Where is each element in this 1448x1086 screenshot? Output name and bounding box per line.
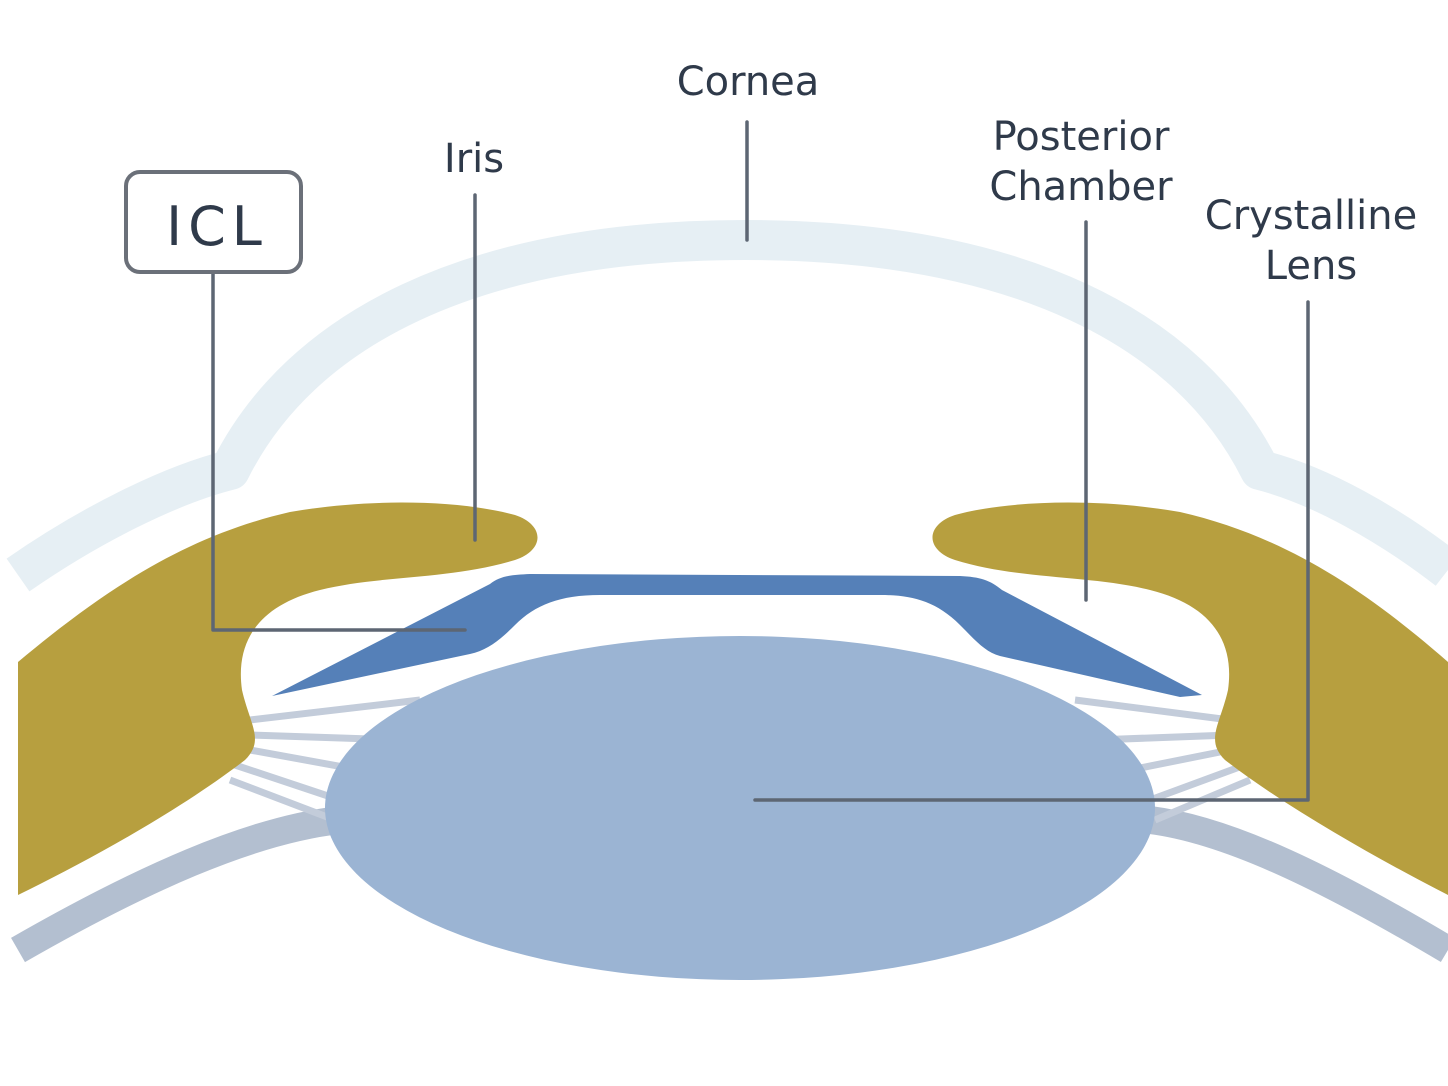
iris-left [18, 502, 538, 895]
icl-leader-line [211, 270, 467, 632]
posterior-band [11, 806, 1448, 963]
iris-label: Iris [444, 136, 504, 182]
icl-label-box [124, 170, 303, 274]
crystalline-lens-leader-line [753, 300, 1310, 802]
posterior-chamber-label-line2: Chamber [989, 164, 1173, 210]
iris-right [932, 502, 1448, 895]
posterior-chamber-label-line1: Posterior [993, 114, 1170, 160]
crystalline-lens-label-line1: Crystalline [1205, 193, 1417, 239]
zonules-left [228, 696, 421, 824]
cornea-label: Cornea [677, 59, 820, 105]
icl-implant [272, 574, 1202, 697]
sclera-band [6, 220, 1448, 592]
crystalline-lens-label-line2: Lens [1265, 243, 1357, 289]
icl-label: ICL [166, 195, 268, 258]
crystalline-lens [325, 636, 1155, 980]
